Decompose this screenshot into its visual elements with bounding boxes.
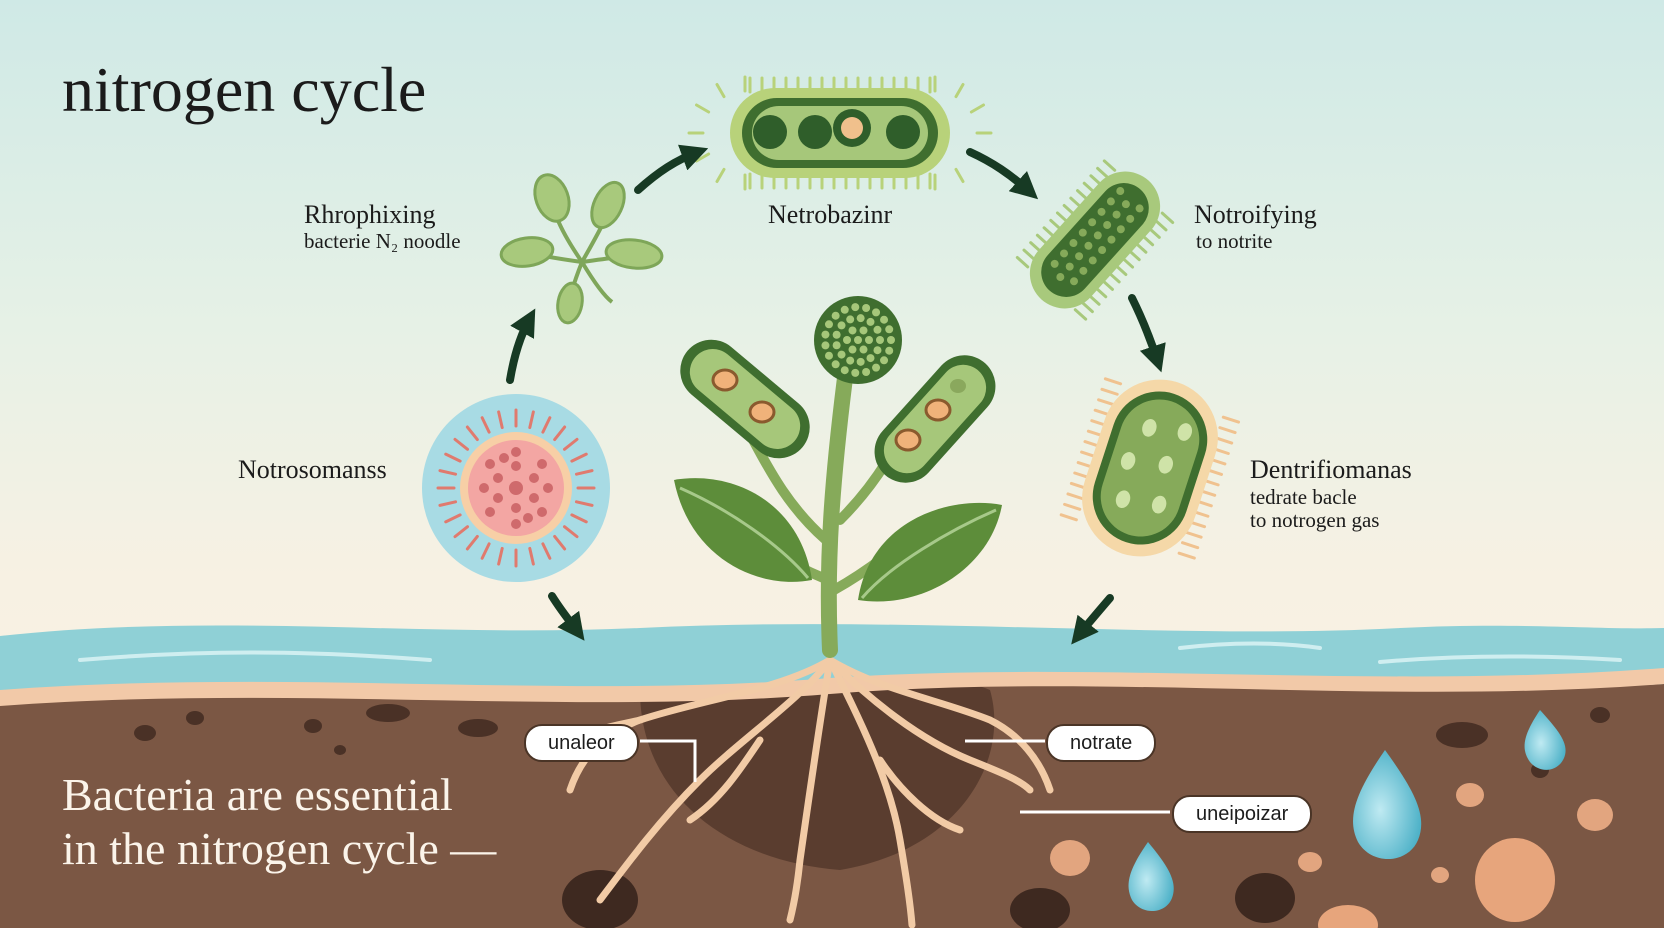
denitrifying-desc-2: to notrogen gas: [1250, 508, 1380, 532]
nitrobacter-label: Netrobazinr: [768, 200, 893, 229]
soil-tag-right: notrate: [1046, 724, 1157, 762]
denitrifying-bacterium-icon: [1059, 377, 1241, 560]
water-band: [0, 624, 1664, 706]
plant-roots: [566, 656, 1054, 928]
nitrifying-label: Notroifying: [1194, 200, 1317, 229]
rhizobium-cluster-icon: [499, 173, 664, 325]
arrow-rhizo-to-nitrobacter: [634, 144, 709, 194]
tag-leader-lines: [640, 739, 1170, 814]
water-drop-icon: [1128, 710, 1566, 912]
arrow-denitrifying-to-soil: [1071, 594, 1114, 645]
soil-tag-left: unaleor: [524, 724, 639, 762]
tagline-line-1: Bacteria are essential: [62, 769, 453, 820]
arrow-nitrosomonas-to-soil: [548, 592, 585, 641]
cycle-arrows: [506, 144, 1166, 645]
tagline: Bacteria are essential in the nitrogen c…: [62, 768, 496, 877]
arrow-nitrobacter-to-nitrifying: [966, 148, 1039, 200]
rhizo-label: Rhrophixing: [304, 200, 436, 229]
tagline-line-2: in the nitrogen cycle —: [62, 823, 497, 875]
nitrobacter-bacterium-icon: [687, 75, 993, 191]
nitrifying-desc: to notrite: [1196, 229, 1273, 253]
soil-tag-lower: uneipoizar: [1172, 795, 1313, 833]
arrow-nitrosomonas-to-rhizo: [506, 308, 536, 384]
arrow-nitrifying-to-denitrifying: [1128, 294, 1166, 373]
soil-layer: [0, 667, 1664, 928]
nitrosomonas-cell-icon: [422, 394, 610, 582]
denitrifying-desc-1: tedrate bacle: [1250, 485, 1357, 509]
root-nodule-bacterium-right: [874, 355, 996, 483]
page-title: nitrogen cycle: [62, 54, 427, 125]
nitrifying-bacterium-icon: [1015, 159, 1175, 321]
root-nodule-bacterium-left: [680, 339, 810, 459]
rhizo-desc: bacterie N₂ noodle: [304, 229, 461, 253]
nitrosomonas-label: Notrosomanss: [238, 455, 387, 484]
denitrifying-label: Dentrifiomanas: [1250, 455, 1412, 484]
